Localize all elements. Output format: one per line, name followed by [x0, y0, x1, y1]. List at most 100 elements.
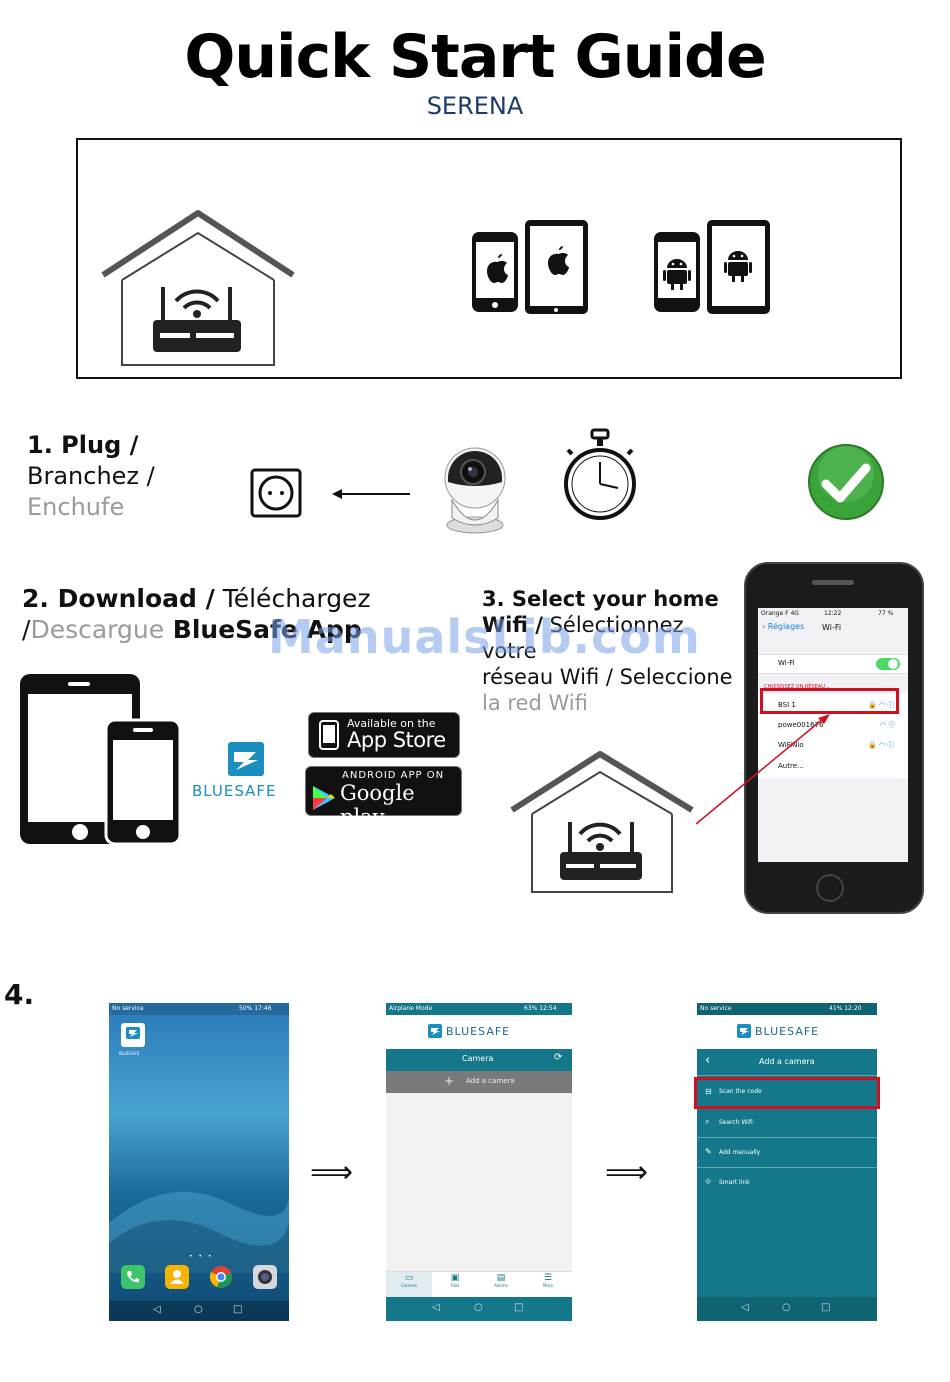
camera-title-bar: Camera ⟳ [386, 1049, 572, 1071]
network-info-icon[interactable]: 🔒 ◠ ⓘ [868, 701, 895, 709]
network-section-label: CHOISISSEZ UN RÉSEAU... [764, 684, 830, 690]
network-info-icon[interactable]: ◠ ⓘ [880, 721, 896, 729]
step2-en: 2. Download / [22, 584, 215, 613]
back-nav-icon[interactable]: ◁ [153, 1304, 161, 1315]
step2-app: BlueSafe App [164, 615, 362, 644]
google-play-badge[interactable]: ANDROID APP ON Google play [305, 766, 462, 829]
back-button[interactable]: ‹ Réglages [762, 622, 805, 631]
status-right: 63% 12:54 [524, 1005, 557, 1012]
bluesafe-logo-icon [228, 742, 264, 776]
recent-nav-icon[interactable]: □ [514, 1302, 524, 1313]
network-item[interactable]: Autre... [778, 762, 804, 770]
stopwatch-icon [564, 428, 636, 520]
flow-arrow-icon: ⟹ [605, 1155, 649, 1190]
menu-item-search-wifi[interactable]: ⌕ Search Wifi [697, 1107, 877, 1138]
google-big: Google play [340, 781, 415, 829]
bluesafe-app-icon[interactable] [121, 1023, 145, 1047]
tab-more[interactable]: ☰ More [524, 1272, 572, 1298]
app-store-small: Available on the [347, 717, 436, 730]
nav-bar: ◁ ○ □ [697, 1297, 877, 1321]
app-icon-label: BLUESAFE [119, 1051, 140, 1056]
speaker-grille [812, 580, 854, 585]
menu-item-smart-link[interactable]: ⟐ Smart link [697, 1167, 877, 1197]
network-item[interactable]: BSI 1 [778, 701, 796, 709]
status-right: 41% 12:20 [829, 1005, 862, 1012]
wifi-toggle[interactable] [876, 658, 900, 670]
step3-fr: Sélectionnez votre [482, 613, 684, 663]
highlight-box [760, 688, 899, 714]
camera-list-screen: Airplane Mode 63% 12:54 BLUESAFE Camera … [386, 1003, 572, 1321]
add-camera-title: Add a camera [759, 1057, 815, 1066]
add-camera-title-bar: ‹ Add a camera [697, 1049, 877, 1076]
network-item[interactable]: powe001676 [778, 721, 824, 729]
status-left: No service [700, 1005, 732, 1012]
home-nav-icon[interactable]: ○ [474, 1302, 483, 1313]
step1-es: Enchufe [27, 493, 125, 521]
brand-name: BLUESAFE [446, 1025, 511, 1038]
iphone-status-time: 12:22 [824, 610, 842, 617]
android-devices-icon [654, 220, 770, 314]
recent-nav-icon[interactable]: □ [821, 1302, 831, 1313]
product-name: SERENA [426, 92, 524, 120]
bottom-tabs: ▭ Camera ▣ Files ▤ Alarms ☰ More [386, 1271, 572, 1298]
wifi-toggle-row: Wi-Fi [758, 654, 908, 674]
brand-header: BLUESAFE [697, 1015, 877, 1049]
back-nav-icon[interactable]: ◁ [432, 1302, 440, 1313]
tab-label: Alarms [494, 1283, 508, 1288]
recent-nav-icon[interactable]: □ [233, 1304, 243, 1315]
wifi-toggle-label: Wi-Fi [778, 659, 795, 667]
step1-en: 1. Plug / [27, 431, 139, 459]
tab-files[interactable]: ▣ Files [432, 1272, 478, 1298]
bluesafe-logo-icon [737, 1024, 751, 1038]
step3-en: 3. Select your home [482, 587, 719, 611]
contacts-app-icon[interactable] [165, 1265, 189, 1289]
highlight-box [694, 1077, 880, 1109]
nav-bar: ◁ ○ □ [109, 1301, 289, 1321]
search-icon: ⌕ [705, 1117, 710, 1126]
menu-item-add-manually[interactable]: ✎ Add manually [697, 1137, 877, 1168]
wallpaper-wave [109, 1191, 289, 1273]
refresh-icon[interactable]: ⟳ [554, 1052, 563, 1063]
camera-icon [444, 447, 506, 534]
chrome-app-icon[interactable] [209, 1265, 233, 1289]
home-nav-icon[interactable]: ○ [194, 1304, 203, 1315]
link-icon: ⟐ [705, 1177, 712, 1186]
home-nav-icon[interactable]: ○ [782, 1302, 791, 1313]
power-socket-icon [250, 468, 302, 518]
tab-alarms[interactable]: ▤ Alarms [478, 1272, 524, 1298]
tab-label: Files [450, 1283, 460, 1288]
phone-icon [319, 720, 339, 750]
app-store-big: App Store [347, 728, 446, 752]
back-nav-icon[interactable]: ◁ [741, 1302, 749, 1313]
edit-icon: ✎ [705, 1147, 712, 1156]
back-arrow-icon[interactable]: ‹ [705, 1053, 711, 1068]
pointer-arrow [695, 714, 830, 825]
add-camera-screen: No service 41% 12:20 BLUESAFE ‹ Add a ca… [697, 1003, 877, 1321]
iphone-status-battery: 77 % [878, 610, 894, 617]
status-bar [109, 1003, 289, 1015]
home-button[interactable] [816, 874, 844, 902]
more-tab-icon: ☰ [543, 1273, 553, 1283]
status-left: Airplane Mode [389, 1005, 433, 1012]
status-bar [386, 1003, 572, 1015]
network-info-icon[interactable]: 🔒 ◠ ⓘ [868, 741, 895, 749]
add-camera-row[interactable]: + Add a camera [386, 1071, 572, 1093]
tab-camera[interactable]: ▭ Camera [386, 1272, 432, 1298]
step2-es: Descargue [30, 615, 165, 644]
menu-item-label: Add manually [719, 1149, 761, 1156]
camera-app-icon[interactable] [253, 1265, 277, 1289]
play-icon [313, 786, 335, 810]
tablet-phone-icon [20, 674, 182, 846]
google-small: ANDROID APP ON [342, 770, 445, 781]
phone-app-icon[interactable] [121, 1265, 145, 1289]
app-store-badge[interactable]: Available on the App Store [308, 712, 460, 758]
bluesafe-logo-icon [428, 1024, 442, 1038]
status-bar [697, 1003, 877, 1015]
camera-title: Camera [462, 1054, 494, 1063]
scan-code-icon: ⊟ [705, 1087, 712, 1096]
step1-fr: Branchez / [27, 462, 155, 490]
tab-label: More [543, 1283, 553, 1288]
status-left: No service [112, 1005, 144, 1012]
menu-item-label: Smart link [719, 1179, 750, 1186]
files-tab-icon: ▣ [450, 1273, 460, 1283]
